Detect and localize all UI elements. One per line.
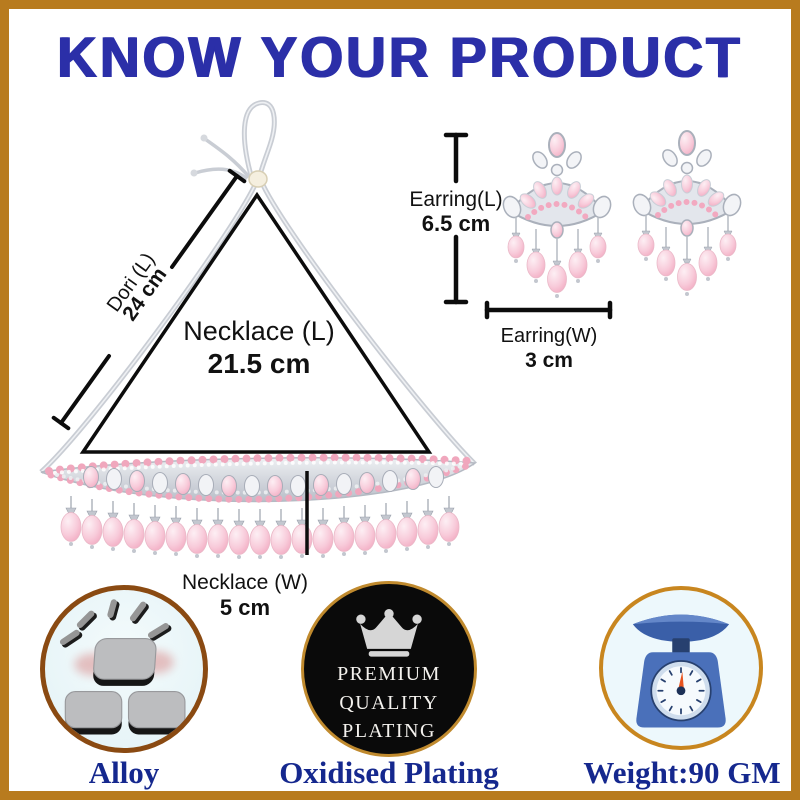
badge-line-plating: PLATING: [342, 720, 436, 743]
feature-label-plating: Oxidised Plating: [279, 755, 499, 790]
dori-length-value: 24 cm: [118, 263, 171, 325]
earring-left: [500, 133, 614, 298]
earring-width-label: Earring(W): [501, 325, 598, 347]
necklace-choker: [40, 453, 478, 560]
earring-length-measurement: [443, 132, 469, 305]
dori-length-label: Dori (L): [103, 249, 160, 316]
necklace-length-label: Necklace (L): [183, 316, 335, 346]
crown-icon: [356, 609, 422, 658]
necklace-width-value: 5 cm: [220, 595, 270, 620]
earring-length-value: 6.5 cm: [422, 211, 491, 236]
necklace-length-triangle: [79, 191, 433, 454]
cord-slider-pearl: [248, 170, 268, 188]
necklace-length-value: 21.5 cm: [208, 348, 311, 379]
choker-stones: [83, 466, 444, 497]
weighing-scale-icon: [599, 586, 763, 750]
choker-bead-drops: [60, 495, 460, 560]
earring-right: [630, 131, 744, 296]
dori-measurement: [51, 168, 247, 431]
necklace-illustration: [39, 100, 478, 560]
earrings-illustration: [500, 131, 744, 298]
feature-label-weight: Weight:90 GM: [583, 755, 781, 790]
page-title: KNOW YOUR PRODUCT: [57, 24, 743, 90]
earring-width-measurement: [484, 300, 613, 320]
dori-cord: [39, 100, 477, 474]
earring-width-value: 3 cm: [525, 349, 573, 372]
earring-length-label: Earring(L): [409, 188, 502, 211]
crown-badge-icon: PREMIUM QUALITY PLATING: [301, 581, 477, 757]
badge-line-premium: PREMIUM: [337, 663, 441, 686]
feature-label-alloy: Alloy: [88, 755, 160, 790]
badge-line-quality: QUALITY: [339, 691, 439, 714]
metal-ingots-icon: [40, 585, 208, 753]
necklace-width-label: Necklace (W): [182, 571, 308, 594]
